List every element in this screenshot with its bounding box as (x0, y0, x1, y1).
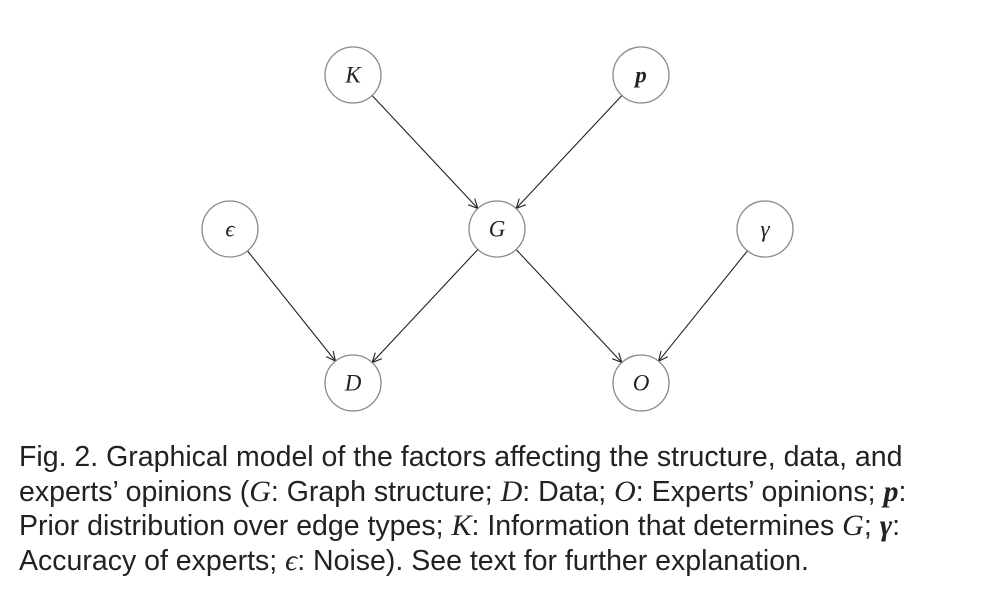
node-label: D (344, 371, 362, 396)
caption-text: : Information that determines (471, 510, 843, 542)
edge-eps-to-D (247, 250, 335, 361)
figure-caption: Fig. 2. Graphical model of the factors a… (19, 440, 984, 578)
caption-text: Fig. 2. Graphical model of the factors a… (19, 441, 903, 473)
caption-text: : Graph structure; (270, 475, 501, 508)
node-p: p (612, 46, 670, 104)
node-G: G (468, 200, 526, 258)
caption-text: : Data; (522, 475, 615, 508)
edge-p-to-G (516, 95, 623, 208)
node-label: γ (760, 217, 770, 242)
caption-text: Accuracy of experts; (19, 544, 286, 577)
node-gamma: γ (736, 200, 794, 258)
caption-text: experts’ opinions ( (19, 475, 250, 508)
edges (247, 95, 748, 362)
node-circle (201, 200, 259, 258)
node-eps: ϵ (201, 200, 259, 258)
node-circle (612, 354, 670, 412)
caption-text: ; (863, 510, 880, 542)
caption-line-2: experts’ opinions (G: Graph structure; D… (19, 475, 984, 510)
node-label: O (633, 371, 650, 396)
caption-text: : Experts’ opinions; (635, 475, 884, 508)
caption-symbol-G: G (842, 509, 864, 542)
caption-line-1: Fig. 2. Graphical model of the factors a… (19, 440, 984, 475)
caption-symbol-G: G (249, 474, 271, 508)
caption-line-3: Prior distribution over edge types; K: I… (19, 509, 984, 544)
node-circle (324, 354, 382, 412)
node-label: p (633, 63, 647, 88)
edge-gamma-to-O (659, 250, 748, 361)
caption-text: Prior distribution over edge types; (19, 510, 452, 542)
node-label: G (489, 217, 506, 242)
caption-symbol-D: D (500, 474, 523, 508)
node-label: K (344, 63, 362, 88)
caption-text: : Noise). See text for further explanati… (297, 544, 809, 577)
edge-G-to-D (372, 249, 479, 362)
node-circle (468, 200, 526, 258)
caption-symbol-gamma: γ (879, 509, 893, 542)
node-circle (736, 200, 794, 258)
caption-symbol-p: p (883, 474, 899, 508)
caption-line-4: Accuracy of experts; ϵ: Noise). See text… (19, 544, 984, 579)
caption-text: : (898, 475, 907, 508)
caption-symbol-O: O (614, 474, 636, 508)
caption-symbol-K: K (451, 509, 472, 542)
node-K: K (324, 46, 382, 104)
edge-G-to-O (515, 249, 622, 362)
node-label: ϵ (225, 217, 235, 242)
node-O: O (612, 354, 670, 412)
caption-text: : (892, 510, 901, 542)
node-circle (612, 46, 670, 104)
edge-K-to-G (371, 95, 478, 208)
caption-symbol-epsilon: ϵ (285, 543, 298, 577)
node-circle (324, 46, 382, 104)
node-D: D (324, 354, 382, 412)
